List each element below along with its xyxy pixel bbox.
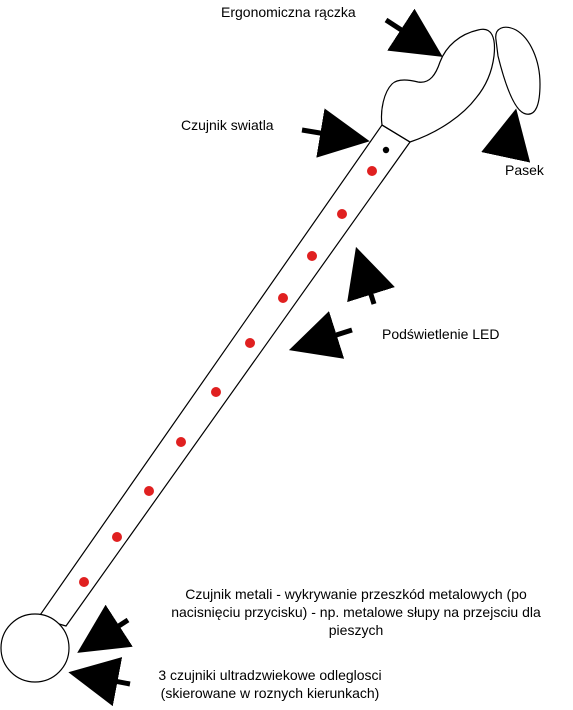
led-dot [79, 577, 89, 587]
label-ultrasonic: 3 czujniki ultradzwiekowe odleglosci (sk… [134, 666, 406, 702]
led-dot [307, 251, 317, 261]
label-strap: Pasek [505, 162, 544, 178]
led-dot [278, 293, 288, 303]
cane-strap [495, 26, 541, 115]
label-metal-sensor-line3: pieszych [328, 622, 384, 638]
led-dot [144, 486, 154, 496]
arrow-light-sensor [301, 108, 370, 158]
label-light-sensor: Czujnik swiatla [181, 117, 274, 133]
label-metal-sensor-line1: Czujnik metali - wykrywanie przeszkód me… [185, 586, 527, 602]
led-dot [211, 387, 221, 397]
led-group [79, 166, 377, 587]
label-handle: Ergonomiczna rączka [221, 4, 356, 20]
arrow-led-up [347, 246, 395, 305]
arrow-led-left [288, 311, 353, 359]
label-metal-sensor-line2: nacisnięciu przycisku) - np. metalowe sł… [171, 604, 541, 620]
cane-tip-ball [0, 613, 70, 683]
light-sensor-dot [382, 146, 390, 154]
led-dot [245, 338, 255, 348]
label-ultrasonic-line2: (skierowane w roznych kierunkach) [160, 685, 380, 701]
arrow-metal-sensor [77, 604, 133, 653]
arrow-ultrasonic [68, 657, 131, 707]
led-dot [367, 166, 377, 176]
cane-handle [380, 28, 496, 143]
arrow-strap [481, 108, 531, 163]
led-dot [112, 532, 122, 542]
cane-handle-rim [381, 124, 411, 143]
arrows [68, 8, 531, 707]
label-metal-sensor: Czujnik metali - wykrywanie przeszkód me… [146, 585, 566, 639]
cane-shaft [37, 124, 411, 627]
led-dot [337, 209, 347, 219]
label-led: Podświetlenie LED [382, 326, 500, 342]
led-dot [176, 437, 186, 447]
arrow-handle [384, 8, 443, 57]
label-ultrasonic-line1: 3 czujniki ultradzwiekowe odleglosci [158, 667, 382, 683]
